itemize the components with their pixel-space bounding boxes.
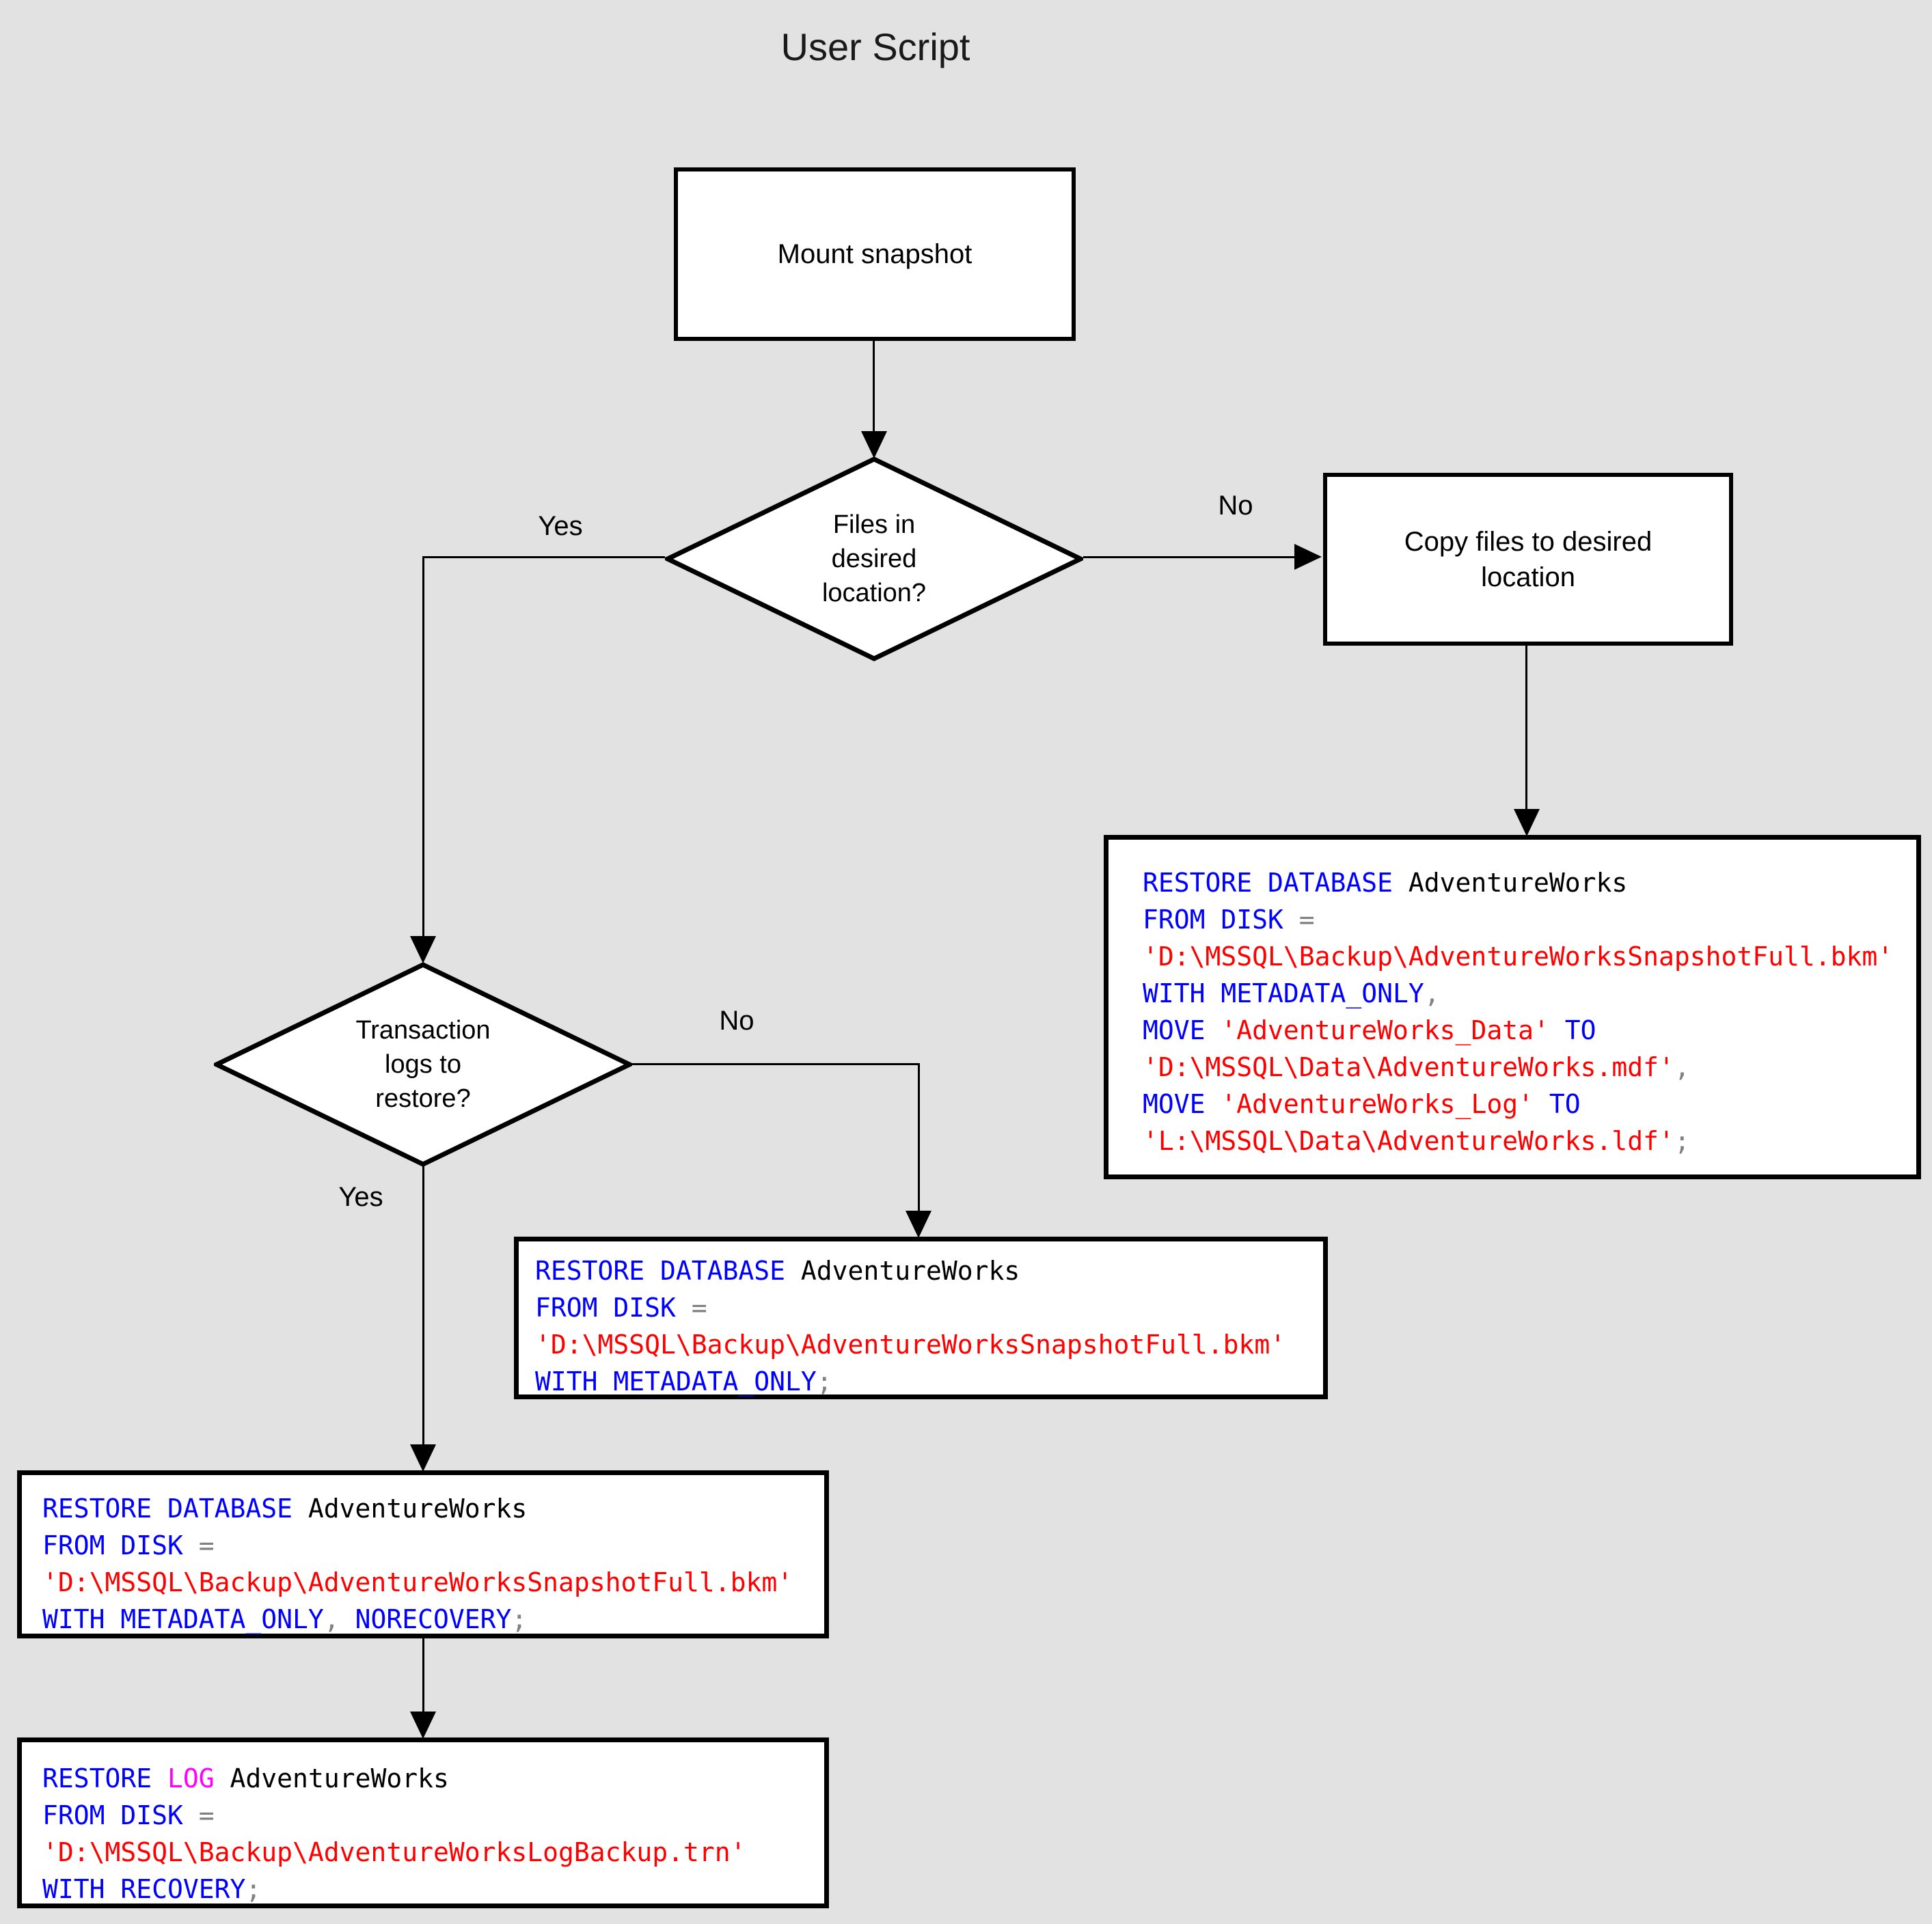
code-line: FROM DISK = [1143, 905, 1315, 935]
logs-decision-line2: logs to [385, 1050, 461, 1079]
mount-snapshot-box: Mount snapshot [674, 167, 1076, 341]
arrowhead-into-restore-move [1514, 809, 1540, 836]
files-decision-diamond: Files in desired location? [665, 456, 1083, 661]
mount-snapshot-label: Mount snapshot [777, 239, 972, 269]
code-line: 'D:\MSSQL\Backup\AdventureWorksLogBackup… [42, 1837, 746, 1867]
connector-logs-no-horizontal [631, 1063, 920, 1065]
code-line: FROM DISK = [42, 1530, 215, 1561]
arrowhead-into-copy-files [1294, 544, 1322, 570]
code-line: 'D:\MSSQL\Backup\AdventureWorksSnapshotF… [1143, 942, 1894, 972]
code-line: RESTORE LOG AdventureWorks [42, 1763, 449, 1794]
edge-label-files-yes: Yes [538, 511, 583, 541]
files-decision-line2: desired [831, 545, 917, 573]
code-line: 'L:\MSSQL\Data\AdventureWorks.ldf'; [1143, 1126, 1690, 1156]
code-line: RESTORE DATABASE AdventureWorks [535, 1256, 1020, 1286]
copy-files-label-line1: Copy files to desired [1404, 526, 1652, 557]
edge-label-logs-yes: Yes [338, 1182, 383, 1212]
code-line: 'D:\MSSQL\Backup\AdventureWorksSnapshotF… [535, 1330, 1286, 1360]
arrowhead-into-restore-log [410, 1712, 436, 1739]
connector-mount-to-files [873, 341, 875, 432]
page-title: User Script [780, 25, 970, 68]
connector-files-yes-vertical [422, 556, 424, 937]
connector-files-no [1083, 556, 1294, 558]
code-line: RESTORE DATABASE AdventureWorks [42, 1494, 528, 1524]
connector-files-yes-horizontal [422, 556, 665, 558]
connector-norecovery-to-log [422, 1638, 424, 1714]
edge-label-files-no: No [1218, 491, 1253, 521]
connector-logs-no-vertical [918, 1063, 920, 1212]
code-line: MOVE 'AdventureWorks_Data' TO [1143, 1015, 1596, 1045]
logs-decision-line1: Transaction [355, 1016, 491, 1045]
connector-logs-yes [422, 1166, 424, 1446]
files-decision-line1: Files in [832, 510, 916, 539]
code-line: 'D:\MSSQL\Backup\AdventureWorksSnapshotF… [42, 1567, 793, 1597]
code-line: FROM DISK = [535, 1293, 707, 1323]
arrowhead-into-files-decision [861, 431, 887, 458]
copy-files-box: Copy files to desired location [1323, 473, 1733, 646]
code-line: WITH METADATA_ONLY, NORECOVERY; [42, 1604, 528, 1634]
edge-label-logs-no: No [719, 1006, 754, 1036]
connector-copy-to-restore-move [1525, 646, 1527, 810]
copy-files-label-line2: location [1481, 562, 1575, 592]
code-line: WITH METADATA_ONLY; [535, 1366, 832, 1397]
code-line: MOVE 'AdventureWorks_Log' TO [1143, 1089, 1581, 1119]
code-line: FROM DISK = [42, 1800, 215, 1830]
files-decision-diamond-shape [665, 456, 1083, 661]
logs-decision-diamond-shape [214, 962, 632, 1167]
code-line: 'D:\MSSQL\Data\AdventureWorks.mdf', [1143, 1052, 1690, 1082]
code-line: WITH RECOVERY; [42, 1874, 262, 1904]
arrowhead-into-restore-norecovery [410, 1444, 436, 1472]
code-line: RESTORE DATABASE AdventureWorks [1143, 868, 1628, 898]
logs-decision-diamond: Transaction logs to restore? [214, 962, 632, 1167]
arrowhead-into-restore-metadata [906, 1211, 931, 1238]
arrowhead-into-logs-decision [410, 936, 436, 963]
logs-decision-line3: restore? [375, 1084, 471, 1113]
files-decision-line3: location? [821, 579, 927, 607]
code-line: WITH METADATA_ONLY, [1143, 978, 1440, 1008]
